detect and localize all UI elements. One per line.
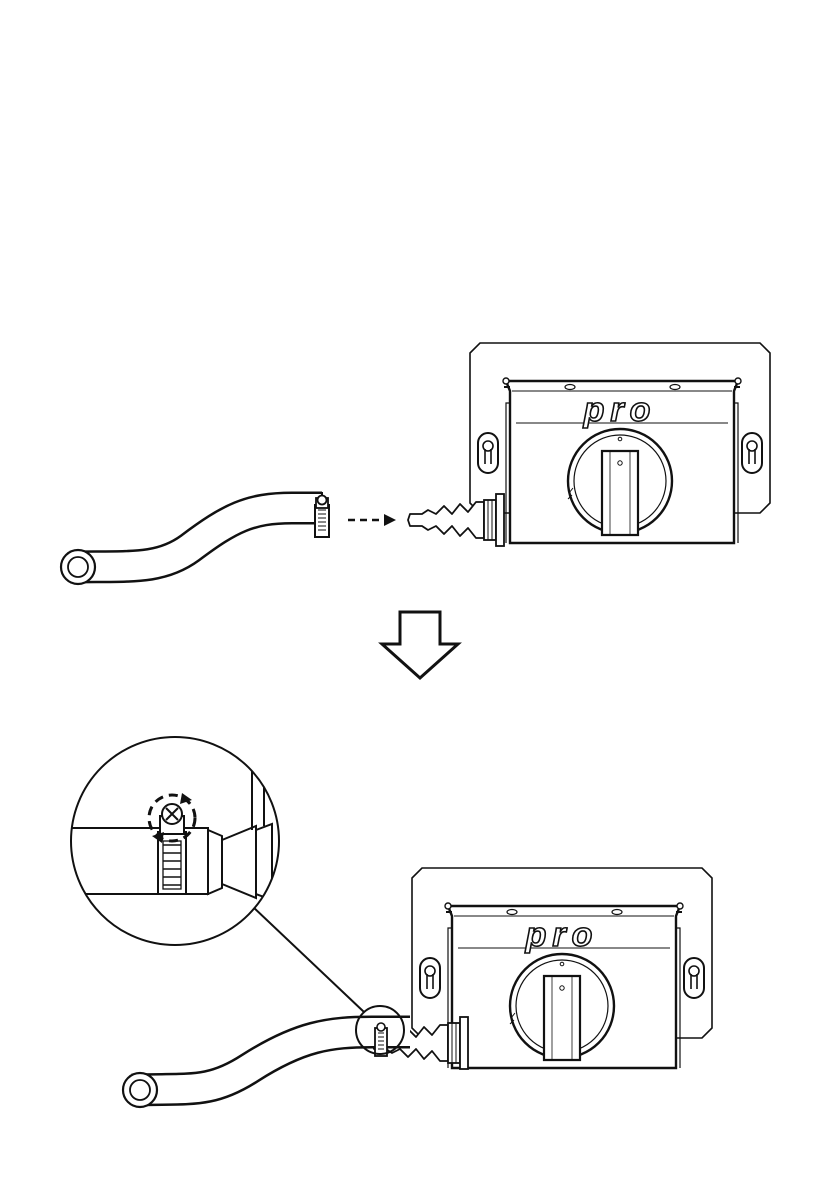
detail-inset <box>60 737 279 945</box>
hose-clamp <box>375 1023 387 1056</box>
step-2-panel: pro <box>60 737 712 1107</box>
step-1-panel: pro <box>61 343 770 584</box>
down-arrow-icon <box>382 612 458 678</box>
detail-leader-line <box>252 906 364 1012</box>
brand-label: pro <box>525 916 599 954</box>
inlet-barb-fitting <box>408 494 504 546</box>
dashed-right-arrow-icon <box>348 514 396 526</box>
screw-icon <box>318 496 327 505</box>
brand-label: pro <box>583 391 657 429</box>
screw-icon <box>377 1023 385 1031</box>
hose-clamp <box>315 496 329 538</box>
regulator-unit <box>470 343 770 543</box>
